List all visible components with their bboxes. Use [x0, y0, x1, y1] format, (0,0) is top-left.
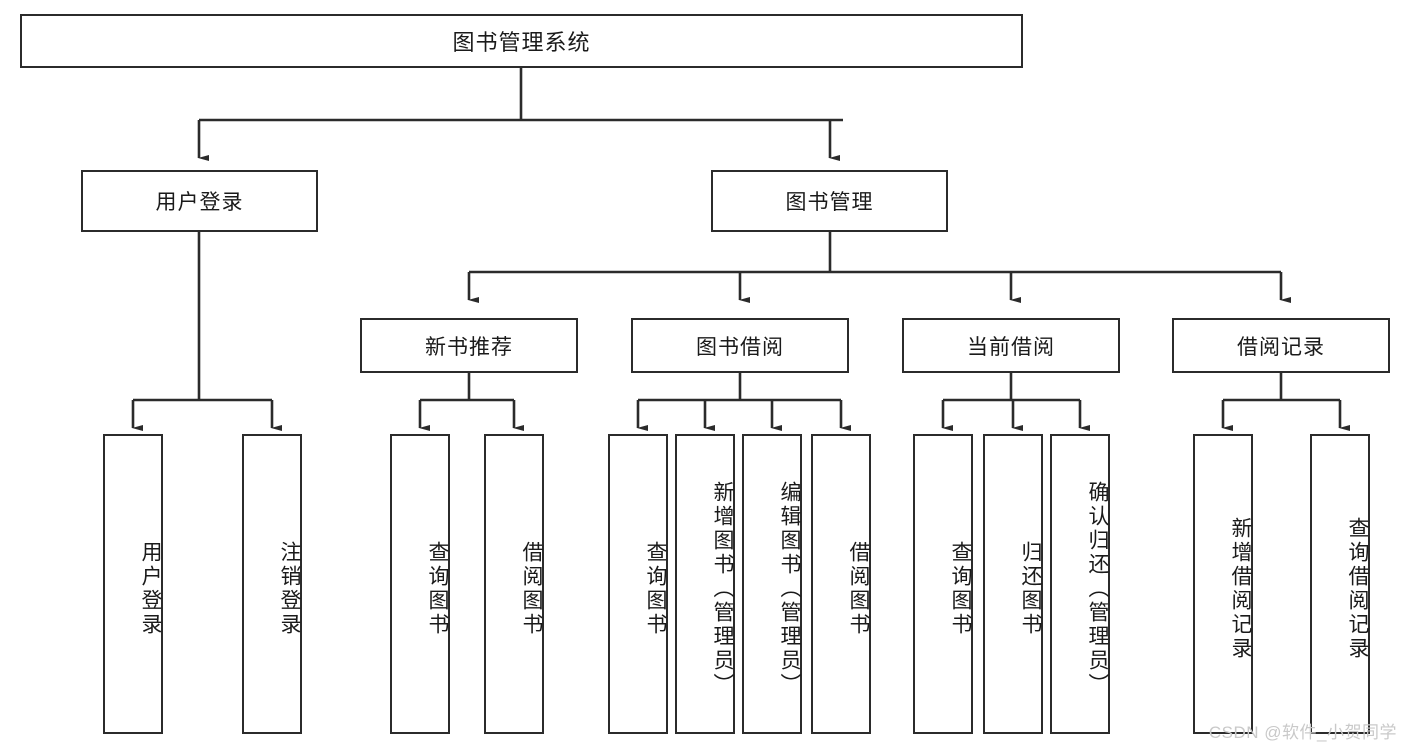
node-label: 查询图书: [644, 541, 667, 637]
node-label: 查询借阅记录: [1346, 517, 1369, 661]
node-leaf-query-borrow-record[interactable]: 查询借阅记录: [1310, 434, 1370, 734]
node-leaf-return-book[interactable]: 归还图书: [983, 434, 1043, 734]
node-leaf-query-book-borrow[interactable]: 查询图书: [608, 434, 668, 734]
node-leaf-borrow-book[interactable]: 借阅图书: [811, 434, 871, 734]
node-leaf-logout[interactable]: 注销登录: [242, 434, 302, 734]
node-label: 新增图书（管理员）: [711, 481, 734, 697]
node-label: 编辑图书（管理员）: [778, 481, 801, 697]
watermark-text: CSDN @软件_小贺同学: [1208, 723, 1397, 742]
node-root-book-management-system[interactable]: 图书管理系统: [20, 14, 1023, 68]
node-leaf-confirm-return-admin[interactable]: 确认归还（管理员）: [1050, 434, 1110, 734]
node-label: 图书借阅: [696, 335, 784, 359]
node-leaf-add-borrow-record[interactable]: 新增借阅记录: [1193, 434, 1253, 734]
node-label: 用户登录: [155, 191, 244, 214]
node-label: 借阅图书: [520, 541, 543, 637]
node-leaf-query-book-recommend[interactable]: 查询图书: [390, 434, 450, 734]
node-leaf-edit-book-admin[interactable]: 编辑图书（管理员）: [742, 434, 802, 734]
node-leaf-add-book-admin[interactable]: 新增图书（管理员）: [675, 434, 735, 734]
node-label: 当前借阅: [967, 335, 1055, 359]
node-label: 图书管理: [785, 191, 874, 214]
node-label: 新增借阅记录: [1229, 517, 1252, 661]
node-label: 确认归还（管理员）: [1086, 481, 1109, 697]
node-label: 新书推荐: [425, 335, 513, 359]
node-leaf-borrow-book-recommend[interactable]: 借阅图书: [484, 434, 544, 734]
node-label: 借阅图书: [847, 541, 870, 637]
node-label: 图书管理系统: [452, 30, 591, 55]
node-leaf-user-login[interactable]: 用户登录: [103, 434, 163, 734]
node-label: 注销登录: [278, 541, 301, 637]
node-user-login[interactable]: 用户登录: [81, 170, 318, 232]
node-label: 查询图书: [426, 541, 449, 637]
node-borrow-record[interactable]: 借阅记录: [1172, 318, 1390, 373]
node-leaf-query-book-current[interactable]: 查询图书: [913, 434, 973, 734]
node-label: 借阅记录: [1237, 335, 1325, 359]
node-new-book-recommendation[interactable]: 新书推荐: [360, 318, 578, 373]
node-current-borrow[interactable]: 当前借阅: [902, 318, 1120, 373]
node-book-borrow[interactable]: 图书借阅: [631, 318, 849, 373]
node-label: 查询图书: [949, 541, 972, 637]
node-label: 归还图书: [1019, 541, 1042, 637]
node-book-management[interactable]: 图书管理: [711, 170, 948, 232]
node-label: 用户登录: [139, 541, 162, 637]
